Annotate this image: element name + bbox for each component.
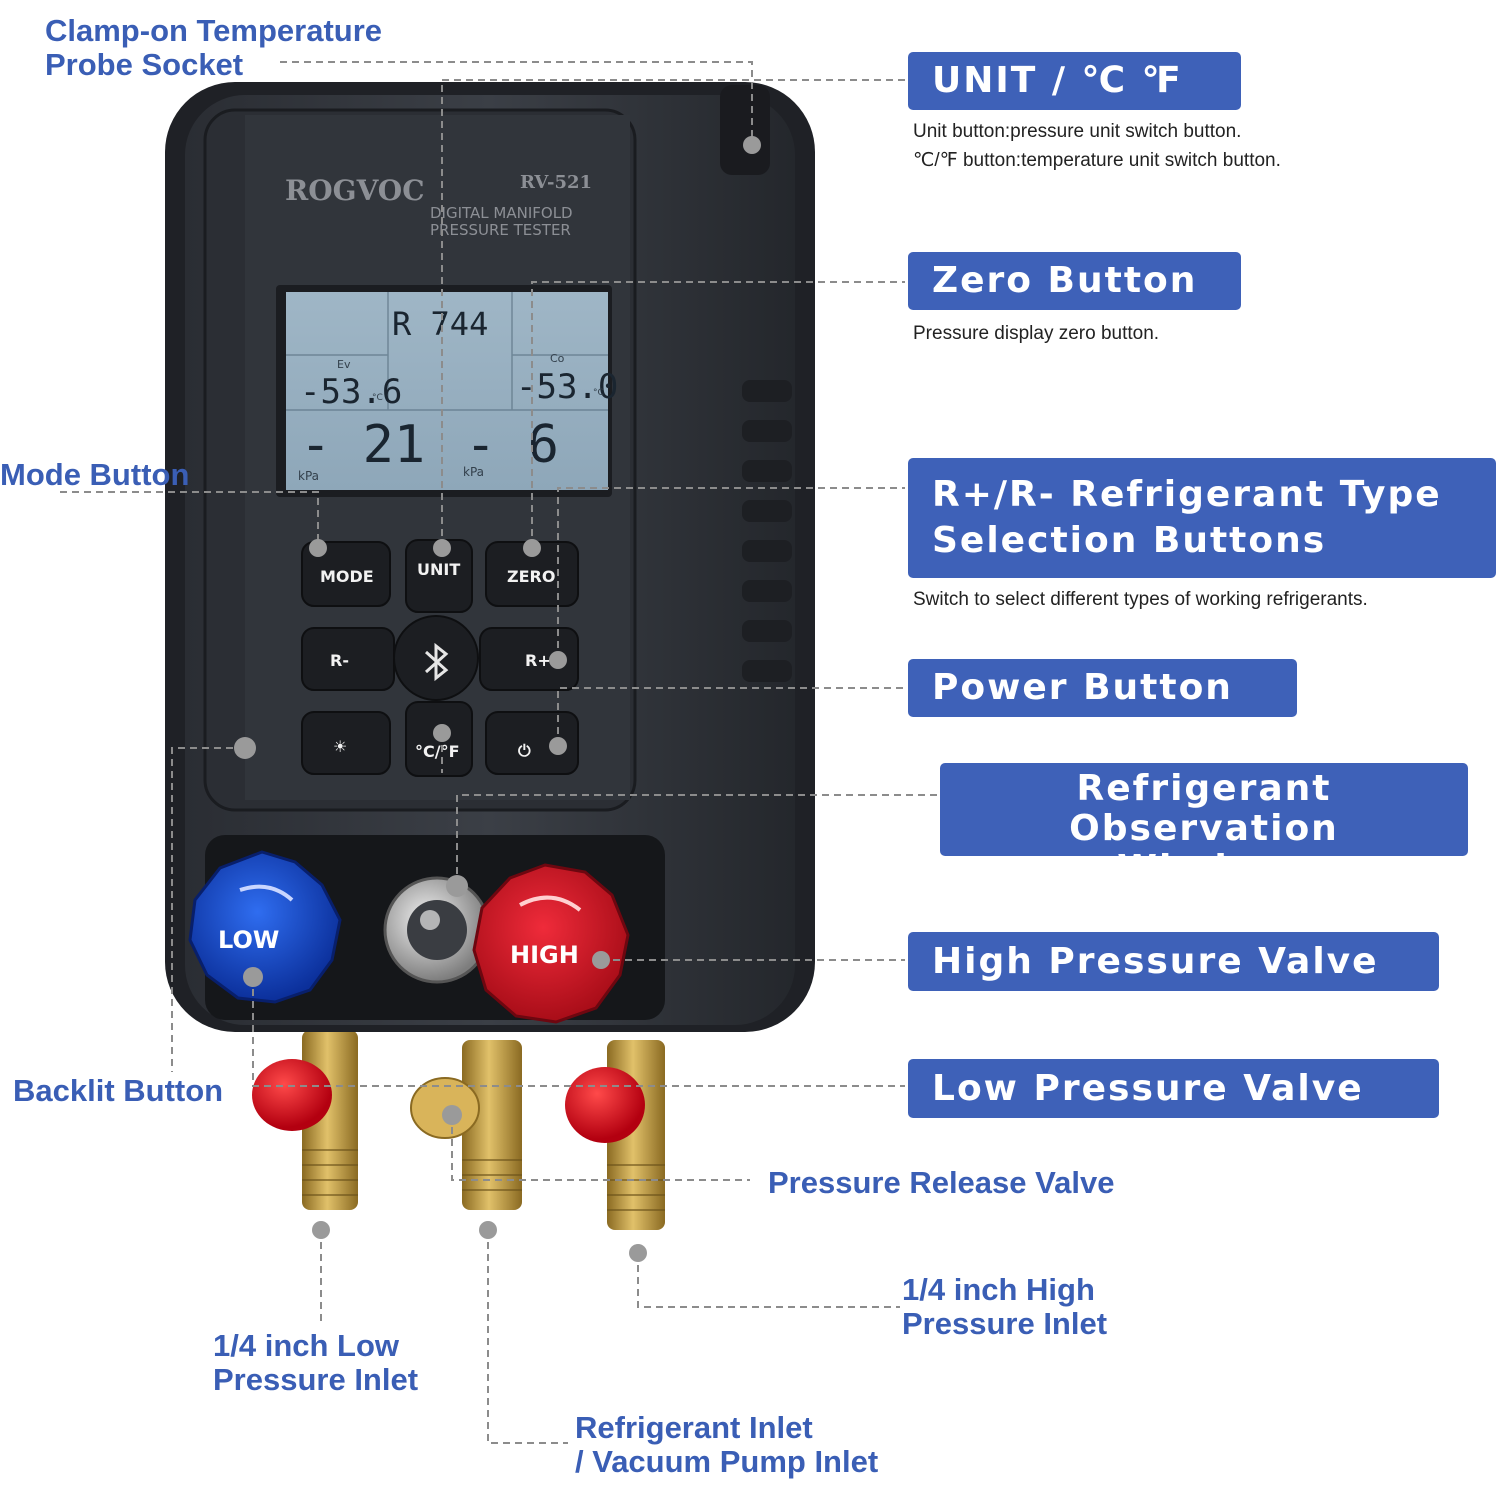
lcd-right-temp-unit: °C: [593, 388, 604, 398]
backlight-button[interactable]: [301, 711, 391, 775]
lcd-right-temp: -53.0: [516, 367, 618, 407]
keypad: [301, 539, 579, 777]
mode-button[interactable]: [301, 541, 391, 607]
low-valve-badge: Low Pressure Valve: [908, 1059, 1439, 1118]
lcd-display: [276, 285, 612, 497]
observation-badge: Refrigerant Observation Window: [940, 763, 1468, 889]
unit-button-label: UNIT: [417, 560, 460, 579]
observation-line1: Refrigerant Observation: [1069, 768, 1339, 849]
clamp-probe-line2: Probe Socket: [45, 47, 244, 82]
lcd-left-temp: -53.6: [300, 372, 402, 412]
r-plus-button[interactable]: [479, 627, 579, 691]
refrigerant-inlet-line2: / Vacuum Pump Inlet: [575, 1444, 879, 1479]
observation-window: [383, 876, 491, 984]
r-plus-button-label: R+: [525, 651, 551, 670]
lcd-right-pressure: - 6: [465, 415, 559, 475]
zero-button-label: ZERO: [507, 567, 555, 586]
unit-desc: Unit button:pressure unit switch button.…: [913, 117, 1281, 175]
clamp-probe-callout: Clamp-on Temperature Probe Socket: [45, 14, 382, 82]
low-inlet-callout: 1/4 inch Low Pressure Inlet: [213, 1329, 418, 1397]
unit-badge: UNIT / ℃ ℉: [908, 52, 1241, 110]
product-line2: PRESSURE TESTER: [430, 221, 571, 239]
refrigerant-type-line1: R+/R- Refrigerant Type: [932, 474, 1442, 515]
high-inlet-callout: 1/4 inch High Pressure Inlet: [902, 1273, 1107, 1341]
zero-badge: Zero Button: [908, 252, 1241, 310]
high-valve-knob[interactable]: [472, 863, 630, 1024]
lcd-left-temp-unit: °C: [372, 393, 383, 403]
pressure-release-callout: Pressure Release Valve: [768, 1165, 1115, 1200]
celsius-fahrenheit-button-label: °C/°F: [415, 742, 460, 761]
backlight-icon: ☀: [333, 737, 347, 756]
mode-button-callout: Mode Button: [0, 457, 190, 492]
unit-desc-line1: Unit button:pressure unit switch button.: [913, 121, 1242, 142]
refrigerant-inlet-line1: Refrigerant Inlet: [575, 1410, 813, 1445]
lcd-right-label: Co: [550, 352, 565, 365]
brand-label: ROGVOC: [285, 174, 424, 207]
lcd-left-label: Ev: [337, 358, 351, 371]
observation-line2: Window: [1117, 848, 1291, 889]
refrigerant-type-line2: Selection Buttons: [932, 520, 1327, 561]
clamp-probe-line1: Clamp-on Temperature: [45, 13, 383, 48]
high-inlet-line2: Pressure Inlet: [902, 1306, 1108, 1341]
bluetooth-icon: [424, 642, 449, 682]
r-minus-button-label: R-: [330, 651, 349, 670]
low-inlet-line1: 1/4 inch Low: [213, 1328, 400, 1363]
low-valve-label: LOW: [218, 926, 279, 954]
lcd-right-pressure-unit: kPa: [463, 465, 484, 479]
refrigerant-type-desc: Switch to select different types of work…: [913, 589, 1368, 610]
model-label: RV-521: [520, 172, 592, 193]
leader-lines: [60, 61, 938, 1444]
low-inlet-line2: Pressure Inlet: [213, 1362, 419, 1397]
high-inlet-line1: 1/4 inch High: [902, 1272, 1095, 1307]
high-valve-label: HIGH: [510, 941, 579, 969]
power-badge: Power Button: [908, 659, 1297, 717]
brass-fittings: [252, 1030, 665, 1230]
backlit-button-callout: Backlit Button: [13, 1073, 224, 1108]
low-valve-knob[interactable]: [188, 850, 342, 1004]
mode-button-label: MODE: [320, 567, 374, 586]
high-valve-badge: High Pressure Valve: [908, 932, 1439, 991]
lcd-refrigerant: R 744: [392, 305, 488, 343]
unit-desc-line2: ℃/℉ button:temperature unit switch butto…: [913, 150, 1281, 171]
lcd-left-pressure-unit: kPa: [298, 469, 319, 483]
lcd-left-pressure: - 21: [300, 415, 425, 475]
power-icon: ⏻: [518, 741, 531, 760]
refrigerant-type-badge: R+/R- Refrigerant Type Selection Buttons: [908, 458, 1496, 578]
callout-dots: [234, 136, 761, 1262]
power-button[interactable]: [485, 711, 579, 775]
product-line1: DIGITAL MANIFOLD: [430, 204, 573, 222]
refrigerant-inlet-callout: Refrigerant Inlet / Vacuum Pump Inlet: [575, 1411, 878, 1479]
zero-desc: Pressure display zero button.: [913, 323, 1160, 344]
